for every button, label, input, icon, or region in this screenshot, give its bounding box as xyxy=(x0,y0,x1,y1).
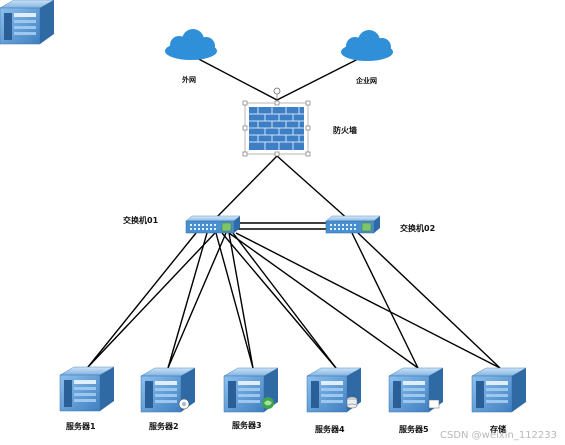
link-switch01-storage xyxy=(235,232,501,369)
link-internet-firewall xyxy=(190,54,278,101)
link-switch01-server3 xyxy=(215,232,254,369)
cloud-enterprise-icon xyxy=(341,30,393,61)
switch-01-icon xyxy=(185,215,241,234)
cloud-internet-icon xyxy=(165,29,217,60)
server-2-label: 服务器2 xyxy=(149,422,179,431)
internet-label: 外网 xyxy=(182,76,196,84)
link-firewall-switch01 xyxy=(212,155,278,222)
server-5-label: 服务器5 xyxy=(399,425,429,434)
link-firewall-switch02 xyxy=(276,155,351,222)
link-switch01-server3-b xyxy=(228,232,254,369)
enterprise-net-label: 企业网 xyxy=(356,77,377,85)
link-switch02-storage xyxy=(357,232,501,369)
firewall-label: 防火墙 xyxy=(333,126,357,135)
link-switch01-server2 xyxy=(167,232,208,369)
server-4-icon xyxy=(306,367,362,413)
switch-01-label: 交换机01 xyxy=(123,216,159,225)
server-4-label: 服务器4 xyxy=(315,425,345,434)
server-2-icon xyxy=(140,367,196,413)
storage-label: 存储 xyxy=(490,425,506,434)
link-switch02-server5 xyxy=(351,232,419,369)
server-5-icon xyxy=(388,367,444,413)
server-3-icon xyxy=(223,367,279,413)
switch-02-icon xyxy=(325,215,381,234)
switch-02-label: 交换机02 xyxy=(400,224,436,233)
link-enterprise-firewall xyxy=(276,55,365,101)
link-switch01-server1-b xyxy=(87,232,216,368)
link-switch01-server5 xyxy=(228,232,419,369)
link-switch01-server2-b xyxy=(167,232,227,369)
storage-icon xyxy=(471,367,527,413)
server-1-label: 服务器1 xyxy=(66,422,96,431)
server-1-icon xyxy=(59,366,115,412)
watermark: CSDN @weixin_112233 xyxy=(439,430,557,441)
server-3-label: 服务器3 xyxy=(232,421,262,430)
firewall-icon xyxy=(242,87,311,157)
link-switch01-server4-b xyxy=(232,232,337,369)
link-switch01-server1 xyxy=(87,232,197,368)
link-switch01-server4 xyxy=(221,232,337,369)
connection-lines xyxy=(87,54,501,369)
